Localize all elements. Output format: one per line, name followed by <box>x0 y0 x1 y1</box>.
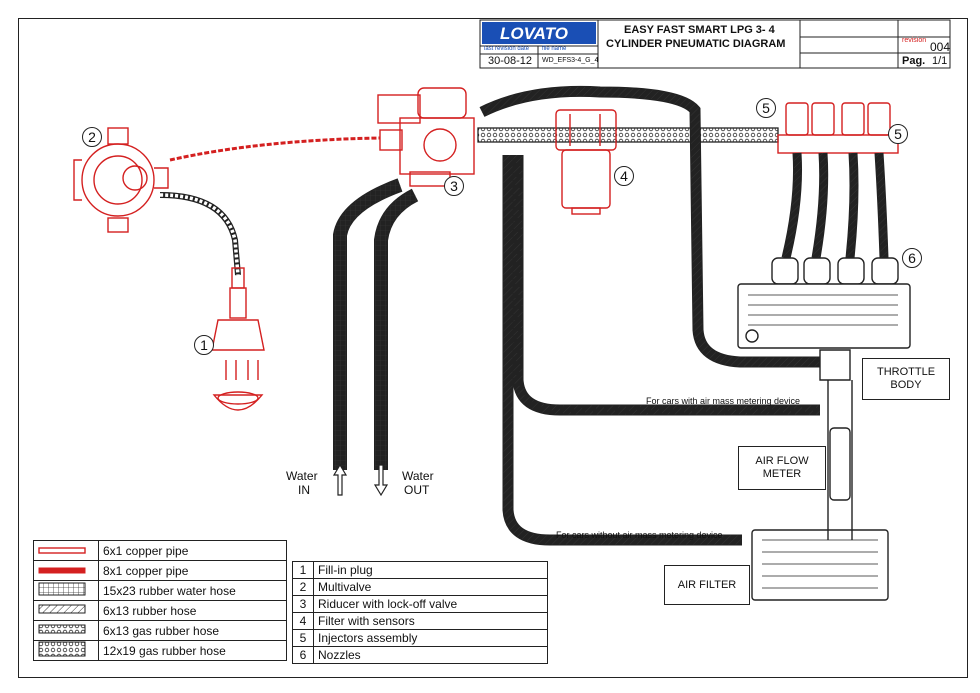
legend-row: 6x13 gas rubber hose <box>33 620 287 641</box>
reducer <box>377 87 475 187</box>
fill-in-plug <box>211 267 265 411</box>
callout-5-right: 5 <box>888 124 908 144</box>
legend-label: 8x1 copper pipe <box>98 560 287 581</box>
part-number: 5 <box>292 629 314 647</box>
note-with-air-mass: For cars with air mass metering device <box>646 396 801 406</box>
legend-row: 8x1 copper pipe <box>33 560 287 581</box>
revision-number: 004 <box>930 40 951 54</box>
air-duct <box>751 349 889 601</box>
diagram-title-line1: EASY FAST SMART LPG 3- 4 <box>624 24 775 36</box>
legend-row: 6x1 copper pipe <box>33 540 287 561</box>
callout-1: 1 <box>194 335 214 355</box>
legend-row: 15x23 rubber water hose <box>33 580 287 601</box>
drawing-frame <box>18 18 968 678</box>
revision-label: revision <box>902 37 927 44</box>
gas-hose-12x19-icon <box>33 640 99 661</box>
callout-2: 2 <box>82 127 102 147</box>
callout-3: 3 <box>444 176 464 196</box>
note-without-air-mass: For cars without air mass metering devic… <box>556 530 723 540</box>
multivalve <box>73 127 169 233</box>
copper-pipe-6x1-icon <box>33 540 99 561</box>
part-label: Riducer with lock-off valve <box>313 595 548 613</box>
copper-pipe-6x1 <box>159 192 241 276</box>
intake-manifold <box>737 257 911 349</box>
copper-pipe-8x1-icon <box>33 560 99 581</box>
gas-main-hose <box>477 127 779 143</box>
part-number: 2 <box>292 578 314 596</box>
part-label: Filter with sensors <box>313 612 548 630</box>
water-in-label-1: Water <box>286 469 318 483</box>
legend-label: 6x13 rubber hose <box>98 600 287 621</box>
injectors-assembly <box>777 102 899 154</box>
rubber-hose-icon <box>33 600 99 621</box>
callout-4: 4 <box>614 166 634 186</box>
air-filter-box: AIR FILTER <box>664 565 750 605</box>
arrow-up-icon <box>332 463 348 496</box>
pipe-legend: 6x1 copper pipe 8x1 copper pipe 15x23 ru… <box>33 540 287 661</box>
legend-label: 12x19 gas rubber hose <box>98 640 287 661</box>
gas-hose-6x13-icon <box>33 620 99 641</box>
diagram-title-line2: CYLINDER PNEUMATIC DIAGRAM <box>606 38 786 50</box>
part-number: 4 <box>292 612 314 630</box>
file-name: WD_EFS3-4_G_4 <box>542 57 599 64</box>
part-label: Multivalve <box>313 578 548 596</box>
legend-label: 15x23 rubber water hose <box>98 580 287 601</box>
water-in-label-2: IN <box>298 483 310 497</box>
gas-filter <box>555 109 617 215</box>
lovato-logo <box>482 22 596 44</box>
legend-label: 6x13 gas rubber hose <box>98 620 287 641</box>
page-number: 1/1 <box>932 55 948 67</box>
callout-5-left: 5 <box>756 98 776 118</box>
copper-pipe-8x1 <box>169 136 381 162</box>
legend-row: 12x19 gas rubber hose <box>33 640 287 661</box>
water-out-label-1: Water <box>402 469 434 483</box>
last-revision-label: last revision date <box>484 46 530 52</box>
title-block-lines <box>479 19 951 69</box>
revision-date: 30-08-12 <box>488 55 533 67</box>
callout-6: 6 <box>902 248 922 268</box>
part-number: 1 <box>292 561 314 579</box>
file-name-label: file name <box>542 46 567 52</box>
part-label: Nozzles <box>313 646 548 664</box>
legend-label: 6x1 copper pipe <box>98 540 287 561</box>
throttle-body-box: THROTTLE BODY <box>862 358 950 400</box>
air-flow-meter-box: AIR FLOW METER <box>738 446 826 490</box>
legend-row: 6x13 rubber hose <box>33 600 287 621</box>
part-label: Injectors assembly <box>313 629 548 647</box>
logo-text: LOVATO <box>500 24 568 43</box>
page-label: Pag. <box>902 55 926 67</box>
arrow-down-icon <box>373 464 389 497</box>
water-out-label-2: OUT <box>404 483 430 497</box>
part-label: Fill-in plug <box>313 561 548 579</box>
water-hose-icon <box>33 580 99 601</box>
part-number: 3 <box>292 595 314 613</box>
part-number: 6 <box>292 646 314 664</box>
